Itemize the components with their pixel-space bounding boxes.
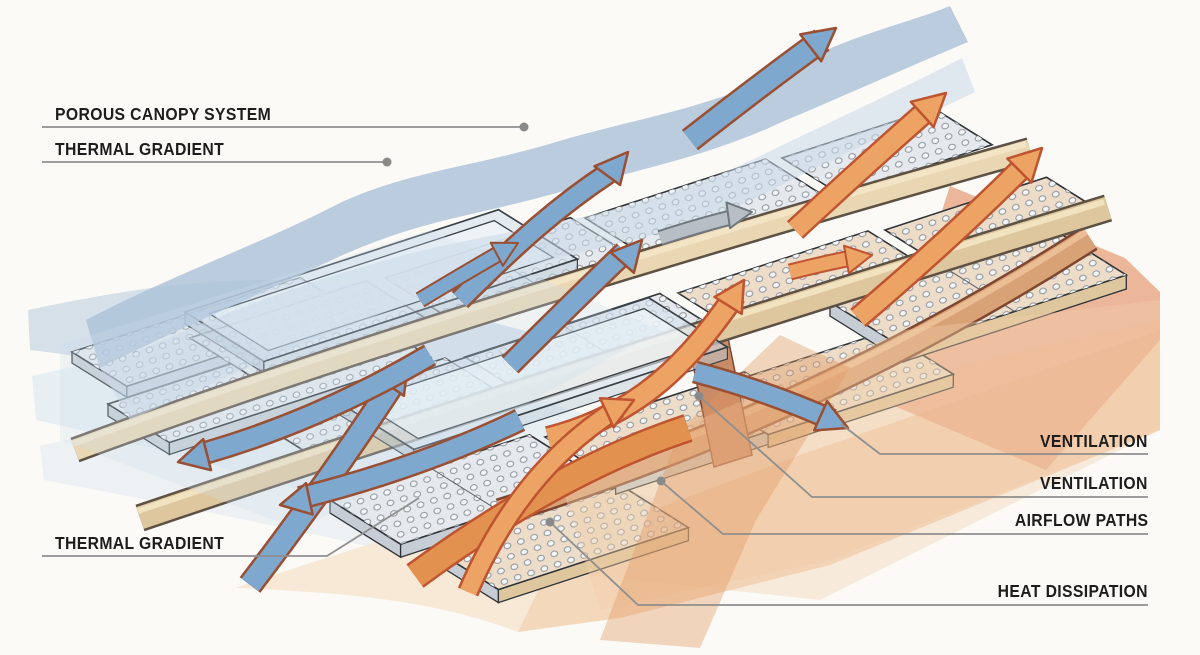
label-ventilation-1: VENTILATION bbox=[1040, 431, 1148, 451]
airflow-arrow-blue bbox=[501, 238, 644, 374]
airflow-arrow-blue bbox=[692, 360, 850, 432]
leader-heat-dissipation bbox=[550, 522, 1148, 606]
airflow-arrow-orange bbox=[787, 244, 873, 281]
airflow-arrows-warm bbox=[406, 91, 1044, 597]
airflow-arrows-cool bbox=[176, 26, 850, 593]
airflow-arrow-orange bbox=[850, 146, 1044, 328]
label-heat-dissipation: HEAT DISSIPATION bbox=[997, 581, 1148, 601]
label-ventilation-2: VENTILATION bbox=[1040, 473, 1148, 493]
airflow-arrow-blue bbox=[451, 150, 630, 309]
heat-flow-band bbox=[406, 414, 693, 588]
leader-ventilation-2 bbox=[699, 396, 1148, 498]
leader-thermal-bottom bbox=[42, 497, 420, 557]
label-thermal-gradient-bottom: THERMAL GRADIENT bbox=[55, 533, 225, 553]
leader-ventilation-1 bbox=[840, 423, 1148, 455]
label-porous-canopy-system: POROUS CANOPY SYSTEM bbox=[55, 104, 272, 124]
label-thermal-gradient-top: THERMAL GRADIENT bbox=[55, 139, 225, 159]
airflow-arrow-blue bbox=[278, 409, 526, 516]
airflow-arrow-blue bbox=[176, 344, 437, 472]
label-airflow-paths: AIRFLOW PATHS bbox=[1014, 510, 1148, 530]
airflow-arrow-gray bbox=[657, 201, 753, 246]
airflow-arrow-orange bbox=[457, 396, 636, 597]
wood-beam-front bbox=[70, 137, 1034, 463]
airflow-arrow-blue bbox=[681, 26, 838, 151]
airflow-arrow-orange bbox=[786, 91, 948, 239]
leader-dots bbox=[382, 122, 704, 527]
airflow-arrow-blue bbox=[415, 241, 519, 308]
leader-lines bbox=[42, 126, 1148, 606]
leader-airflow-paths bbox=[661, 481, 1148, 535]
